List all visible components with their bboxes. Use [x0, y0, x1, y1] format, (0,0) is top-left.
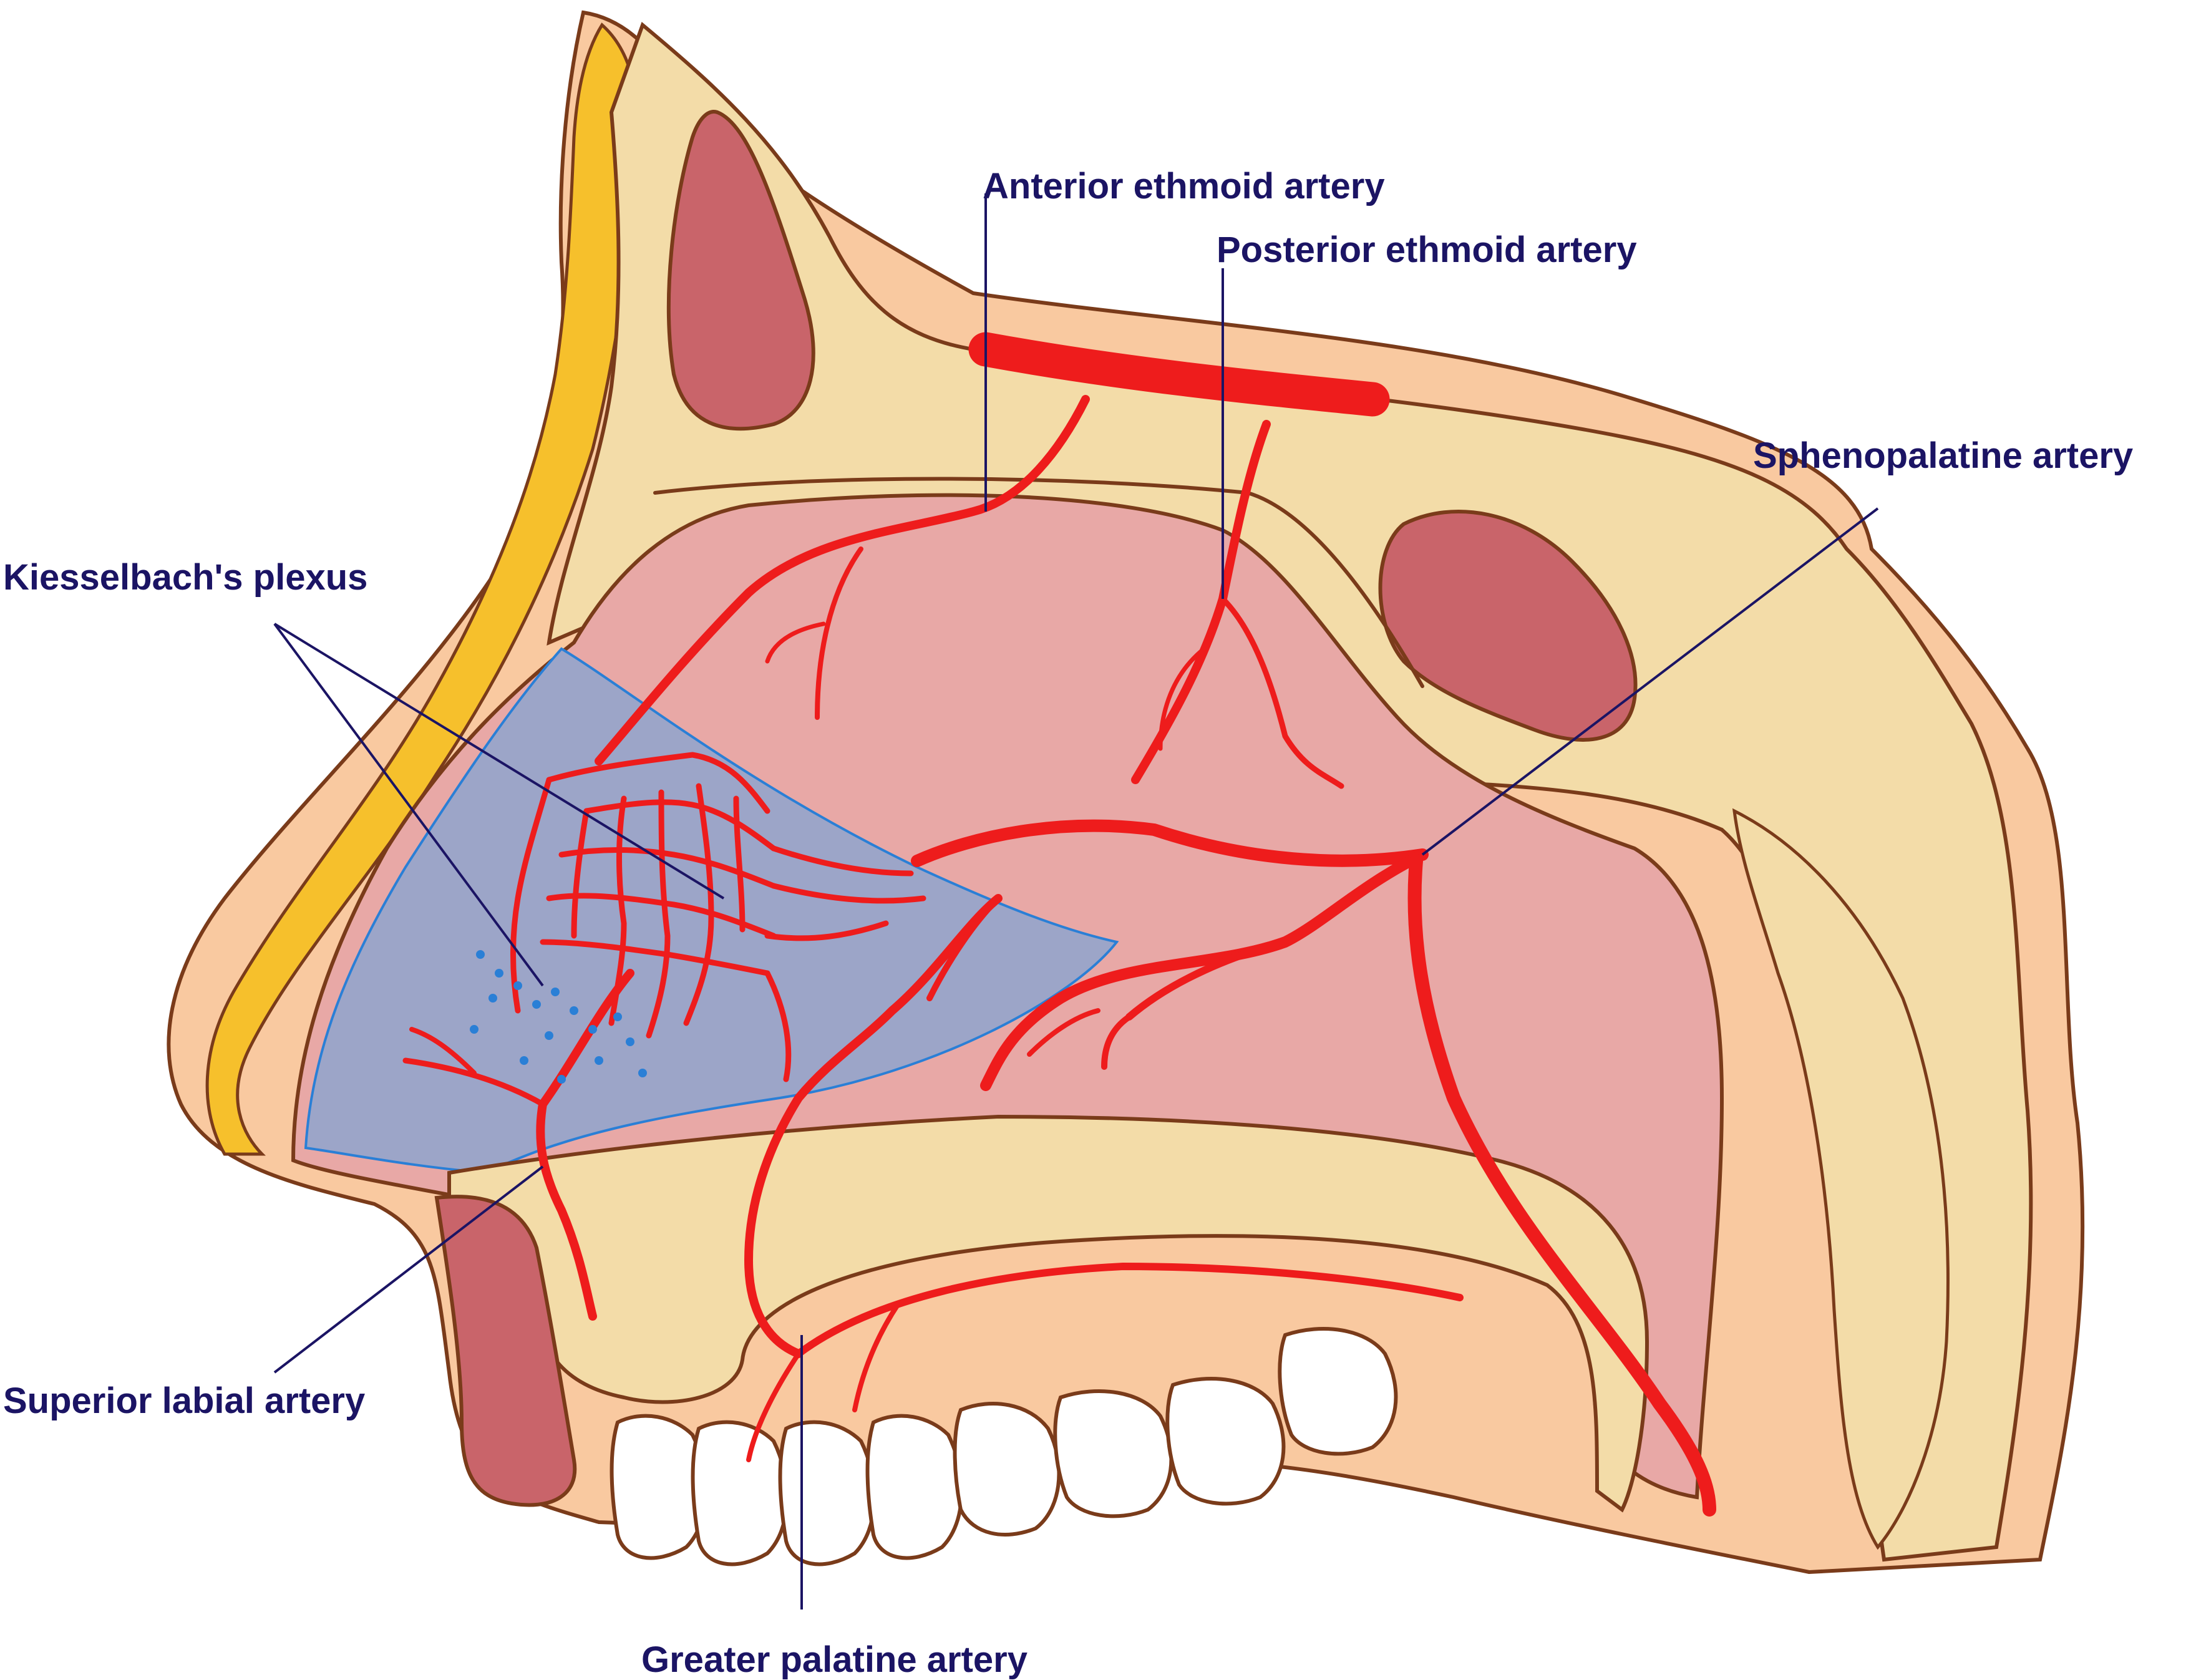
upper-lip — [434, 1195, 577, 1507]
tooth — [1165, 1377, 1286, 1506]
frontal-sinus — [666, 110, 815, 431]
posterior-pharynx — [1732, 808, 1950, 1550]
label-sphenopalatine: Sphenopalatine artery — [1753, 435, 2133, 476]
sphenoid-sinus — [1378, 510, 1638, 742]
capillary-dots — [470, 950, 647, 1084]
label-greater-palatine: Greater palatine artery — [641, 1639, 1028, 1680]
tooth — [610, 1414, 708, 1560]
descending-palatine — [1407, 854, 1716, 1517]
anterior-ethmoid-branch — [595, 395, 1090, 765]
tooth — [1053, 1389, 1173, 1518]
leader-superior-labial — [273, 1165, 544, 1374]
leader-lines — [273, 193, 1879, 1610]
teeth — [610, 1327, 1398, 1566]
leader-kiesselbach-1 — [273, 623, 725, 900]
ethmoid-roof-line — [653, 477, 1424, 688]
label-anterior-ethmoid: Anterior ethmoid artery — [983, 166, 1385, 206]
tooth — [953, 1402, 1061, 1537]
tooth — [691, 1420, 789, 1566]
tooth — [778, 1420, 877, 1566]
arteries — [402, 332, 1716, 1517]
leader-sphenopalatine — [1421, 507, 1879, 856]
tooth — [1278, 1327, 1398, 1456]
label-superior-labial: Superior labial artery — [3, 1381, 365, 1421]
leader-kiesselbach-2 — [273, 623, 544, 987]
tooth — [865, 1414, 964, 1560]
label-posterior-ethmoid: Posterior ethmoid artery — [1217, 230, 1637, 270]
greater-palatine-branch — [795, 1263, 1464, 1357]
kiesselbach-network — [510, 752, 926, 1082]
ethmoid-trunk — [968, 332, 1390, 417]
label-kiesselbach: Kiesselbach's plexus — [3, 557, 367, 598]
sphenopalatine-branch — [911, 819, 1429, 867]
nasal-fat-layer — [205, 22, 639, 1156]
